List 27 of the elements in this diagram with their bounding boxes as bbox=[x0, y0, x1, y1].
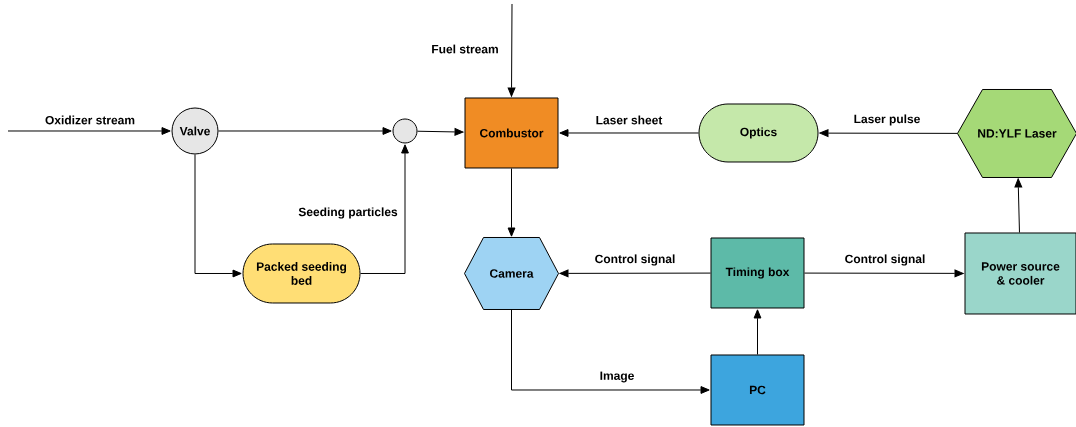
arrow bbox=[194, 154, 242, 278]
arrow bbox=[804, 269, 964, 278]
arrow bbox=[417, 128, 464, 136]
process-box: Power source & cooler bbox=[964, 232, 1076, 315]
edge-label: Laser pulse bbox=[852, 113, 922, 127]
arrow bbox=[511, 309, 710, 394]
edge-label: Image bbox=[598, 370, 636, 384]
process-box: Timing box bbox=[710, 237, 805, 309]
arrow bbox=[507, 168, 516, 237]
arrow bbox=[559, 129, 699, 137]
arrow bbox=[360, 144, 409, 274]
arrow bbox=[1014, 178, 1023, 233]
arrow bbox=[559, 269, 711, 278]
arrow bbox=[7, 127, 171, 135]
junction-circle bbox=[392, 118, 418, 144]
edge-label: Control signal bbox=[593, 253, 677, 267]
edge-label: Control signal bbox=[843, 253, 927, 267]
edge-label: Seeding particles bbox=[297, 206, 399, 220]
arrow bbox=[218, 127, 392, 135]
arrow bbox=[507, 3, 516, 97]
process-box: PC bbox=[710, 354, 805, 426]
arrow bbox=[819, 129, 958, 137]
edge-label: Oxidizer stream bbox=[44, 114, 137, 126]
process-box: Combustor bbox=[464, 97, 559, 169]
edge-label: Laser sheet bbox=[594, 114, 664, 126]
edge-label: Fuel stream bbox=[430, 43, 500, 55]
arrow bbox=[753, 309, 762, 355]
